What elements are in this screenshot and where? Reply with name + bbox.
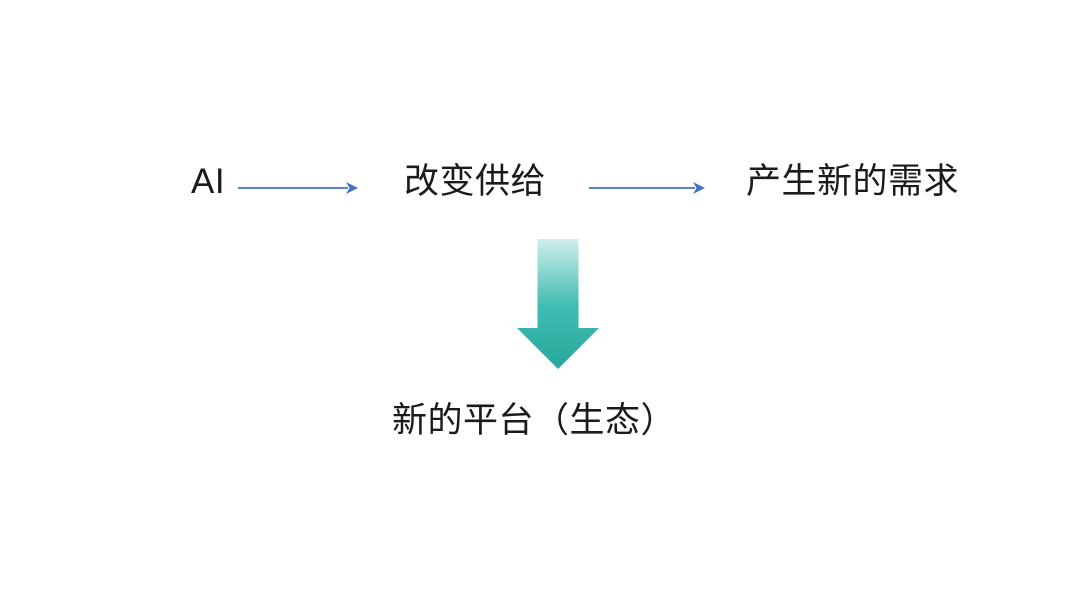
flow-arrow-icon <box>589 182 705 194</box>
new-platform-label: 新的平台（生态） <box>392 401 677 440</box>
new-demand-label: 产生新的需求 <box>746 162 960 201</box>
down-arrow-icon <box>517 239 599 369</box>
change-supply-label: 改变供给 <box>404 162 547 201</box>
flow-arrow-head <box>346 182 358 194</box>
ai-label: AI <box>191 162 226 201</box>
flow-arrow-head <box>693 182 705 194</box>
flow-arrow-icon <box>238 182 358 194</box>
down-arrow-shape <box>517 239 599 369</box>
